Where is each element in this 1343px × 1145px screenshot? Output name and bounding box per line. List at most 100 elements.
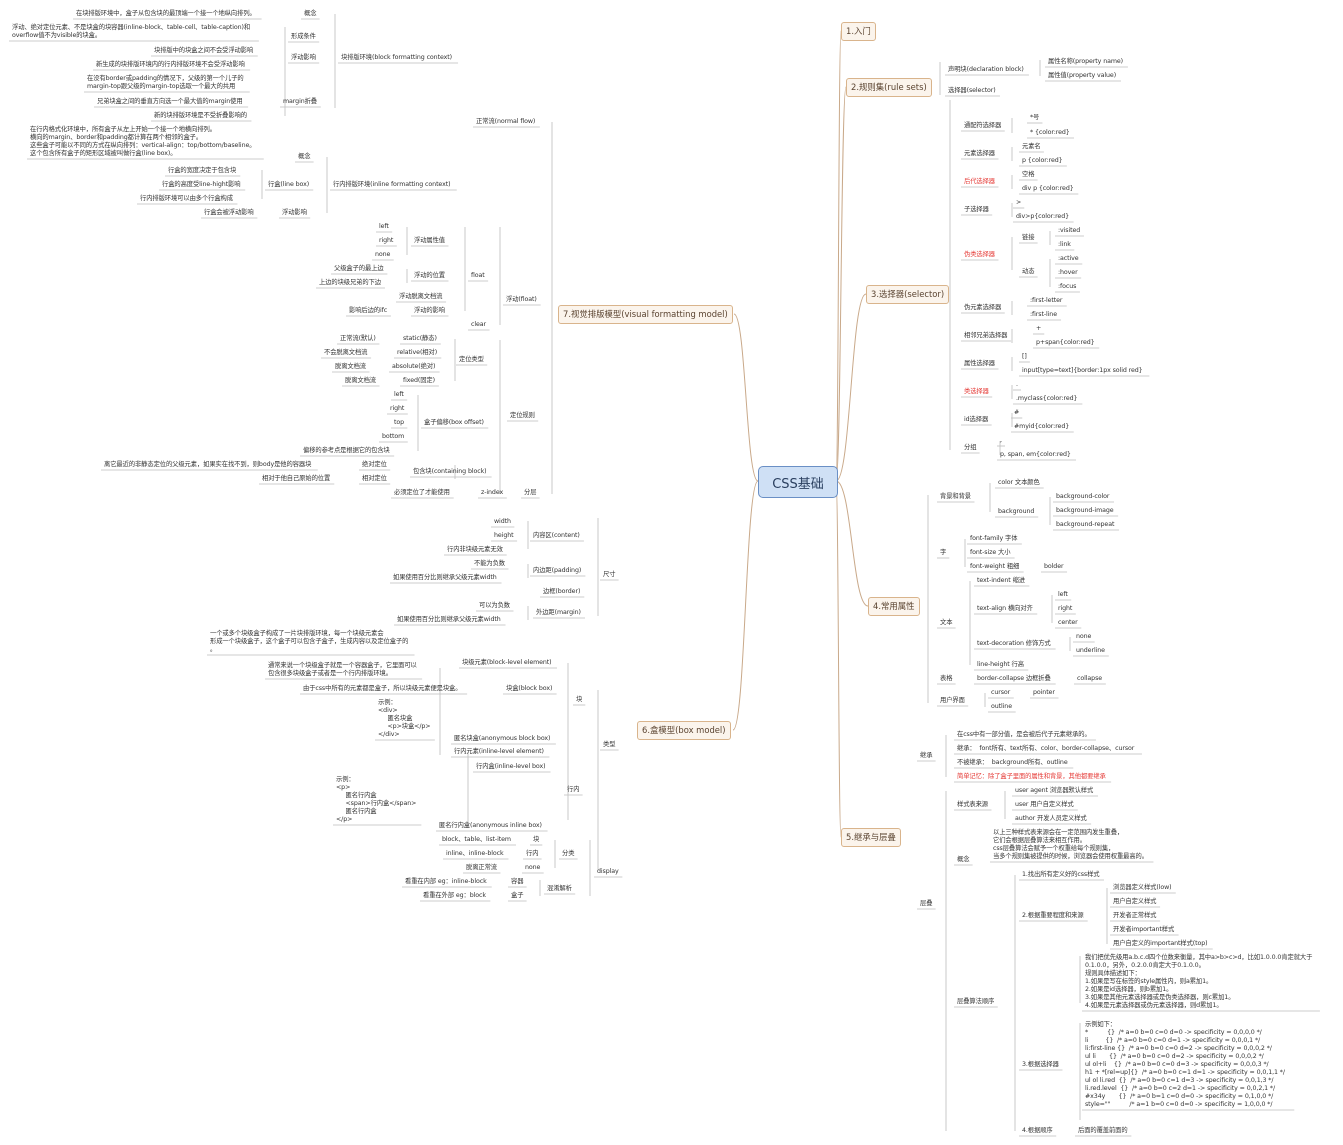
topic-label[interactable]: :focus <box>1058 283 1077 290</box>
topic-label[interactable]: 行内非块级元素无效 <box>447 546 503 553</box>
topic-label[interactable]: border-collapse 边框折叠 <box>977 675 1051 682</box>
topic-label[interactable]: 3.根据选择器 <box>1022 1061 1059 1068</box>
topic-label[interactable]: p, span, em{color:red} <box>1000 451 1071 458</box>
topic-label[interactable]: 开发者important样式 <box>1113 926 1175 933</box>
topic-label[interactable]: 1.找出所有定义好的css样式 <box>1022 871 1100 878</box>
topic-label[interactable]: 2.根据重要程度和来源 <box>1022 912 1084 919</box>
topic-label[interactable]: 必须定位了才能使用 <box>394 489 450 496</box>
topic-label[interactable]: background-repeat <box>1056 521 1115 528</box>
topic-label[interactable]: 概念 <box>957 856 970 863</box>
topic-label[interactable]: 浮动(float) <box>506 296 537 303</box>
branch-s7[interactable]: 7.视觉排版模型(visual formatting model) <box>558 305 733 324</box>
topic-label[interactable]: 用户自定义的important样式(top) <box>1113 940 1208 947</box>
topic-label[interactable]: > <box>1016 199 1022 206</box>
topic-label[interactable]: 浮动的影响 <box>414 307 445 314</box>
topic-label[interactable]: 形成条件 <box>291 33 316 40</box>
topic-label[interactable]: font-size 大小 <box>970 549 1011 556</box>
topic-label[interactable]: 脱离文档流 <box>345 377 376 384</box>
topic-label[interactable]: 不能为负数 <box>474 560 505 567</box>
topic-label[interactable]: 属性名称(property name) <box>1048 58 1124 65</box>
topic-label[interactable]: 内边距(padding) <box>533 567 582 574</box>
topic-label[interactable]: background-color <box>1056 493 1110 500</box>
topic-label[interactable]: 属性选择器 <box>964 360 995 367</box>
topic-label[interactable]: background <box>998 508 1035 515</box>
topic-label[interactable]: text-decoration 修饰方式 <box>977 640 1051 647</box>
topic-label[interactable]: 文本 <box>940 619 953 626</box>
topic-label[interactable]: text-align 横向对齐 <box>977 605 1033 612</box>
topic-label[interactable]: 浮动脱离文档流 <box>399 293 443 300</box>
topic-label[interactable]: 浮动属性值 <box>414 237 445 244</box>
topic-label[interactable]: 父级盒子的最上边 <box>334 265 384 272</box>
topic-label[interactable]: margin折叠 <box>283 98 318 105</box>
topic-label[interactable]: 定位类型 <box>459 356 484 363</box>
topic-label[interactable]: 伪元素选择器 <box>964 304 1002 311</box>
topic-label[interactable]: 相邻兄弟选择器 <box>964 332 1008 339</box>
topic-label[interactable]: 浮动影响 <box>291 54 316 61</box>
topic-label[interactable]: input[type=text]{border:1px solid red} <box>1022 367 1143 374</box>
topic-label[interactable]: 正常流(normal flow) <box>476 118 536 125</box>
topic-label[interactable]: color 文本颜色 <box>998 479 1040 486</box>
topic-label[interactable]: user 用户自定义样式 <box>1015 801 1074 808</box>
topic-label[interactable]: user agent 浏览器默认样式 <box>1015 787 1094 794</box>
topic-label[interactable]: font-family 字体 <box>970 535 1018 542</box>
branch-s5[interactable]: 5.继承与层叠 <box>841 828 901 847</box>
topic-label[interactable]: 用户自定义样式 <box>1113 898 1157 905</box>
topic-label[interactable]: 影响后边的ifc <box>349 307 388 314</box>
topic-label[interactable]: inline、inline-block <box>446 850 504 857</box>
topic-label[interactable]: left <box>379 223 389 230</box>
topic-label[interactable]: 元素选择器 <box>964 150 995 157</box>
topic-label[interactable]: 属性值(property value) <box>1048 72 1117 79</box>
topic-label[interactable]: 离它最近的非静态定位的父级元素，如果实在找不到，则body是他的容器块 <box>104 461 312 468</box>
topic-label[interactable]: 概念 <box>298 153 311 160</box>
topic-label[interactable]: 继承 <box>920 752 933 759</box>
topic-label[interactable]: 示例如下： * {} /* a=0 b=0 c=0 d=0 -> specifi… <box>1085 1021 1285 1108</box>
topic-label[interactable]: 容器 <box>511 878 524 885</box>
topic-label[interactable]: 样式表来源 <box>957 801 988 808</box>
topic-label[interactable]: 绝对定位 <box>362 461 387 468</box>
topic-label[interactable]: 行盒(line box) <box>268 181 310 188</box>
topic-label[interactable]: 盒子 <box>511 892 524 899</box>
topic-label[interactable]: static(静态) <box>403 335 437 342</box>
topic-label[interactable]: 开发者正常样式 <box>1113 912 1157 919</box>
topic-label[interactable]: 行盒的高度受line-hight影响 <box>162 181 241 188</box>
topic-label[interactable]: 新的块排版环境是不受折叠影响的 <box>154 112 247 119</box>
topic-label[interactable]: 行内 <box>567 786 580 793</box>
topic-label[interactable]: fixed(固定) <box>403 377 435 384</box>
topic-label[interactable]: center <box>1058 619 1078 626</box>
topic-label[interactable]: 表格 <box>940 675 953 682</box>
topic-label[interactable]: background-image <box>1056 507 1114 514</box>
topic-label[interactable]: 相对于他自己原始的位置 <box>262 475 331 482</box>
topic-label[interactable]: bottom <box>382 433 405 440</box>
topic-label[interactable]: 看重在内部 eg：inline-block <box>405 878 487 885</box>
topic-label[interactable]: 盒子偏移(box offset) <box>424 419 484 426</box>
topic-label[interactable]: 用户界面 <box>940 697 965 704</box>
topic-label[interactable]: 尺寸 <box>603 571 616 578</box>
topic-label[interactable]: right <box>1058 605 1073 612</box>
topic-label[interactable]: .myclass{color:red} <box>1016 395 1078 402</box>
topic-label[interactable]: 元素名 <box>1022 143 1041 150</box>
topic-label[interactable]: 行内排版环境可以由多个行盒构成 <box>140 195 233 202</box>
branch-s2[interactable]: 2.规则集(rule sets) <box>846 78 932 97</box>
topic-label[interactable]: #myid{color:red} <box>1014 423 1070 430</box>
topic-label[interactable]: 上边的块级兄弟的下边 <box>319 279 381 286</box>
topic-label[interactable]: 动态 <box>1022 268 1035 275</box>
topic-label[interactable]: 块排版中的块盒之间不会受浮动影响 <box>154 47 254 54</box>
topic-label[interactable]: 混淆解析 <box>547 885 572 892</box>
topic-label[interactable]: div>p{color:red} <box>1016 213 1069 220</box>
topic-label[interactable]: 分组 <box>964 444 977 451</box>
topic-label[interactable]: :link <box>1058 241 1071 248</box>
topic-label[interactable]: 块级元素(block-level element) <box>462 659 552 666</box>
topic-label[interactable]: 在css中有一部分值，是会被后代子元素继承的。 <box>957 731 1091 738</box>
topic-label[interactable]: 子选择器 <box>964 206 989 213</box>
topic-label[interactable]: 字 <box>940 549 947 556</box>
topic-label[interactable]: right <box>390 405 405 412</box>
topic-label[interactable]: 层叠 <box>920 900 933 907</box>
topic-label[interactable]: 通常来说一个块级盒子就是一个容器盒子，它里面可以 包含很多块级盒子或者是一个行内… <box>268 662 417 677</box>
topic-label[interactable]: 示例： <p> 匿名行内盒 <span>行内盒</span> 匿名行内盒 </p… <box>336 776 417 823</box>
topic-label[interactable]: absolute(绝对) <box>392 363 436 370</box>
topic-label[interactable]: height <box>494 532 514 539</box>
topic-label[interactable]: 可以为负数 <box>479 602 510 609</box>
topic-label[interactable]: 声明块(declaration block) <box>948 66 1024 73</box>
topic-label[interactable]: 匿名行内盒(anonymous inline box) <box>439 822 542 829</box>
topic-label[interactable]: width <box>494 518 511 525</box>
